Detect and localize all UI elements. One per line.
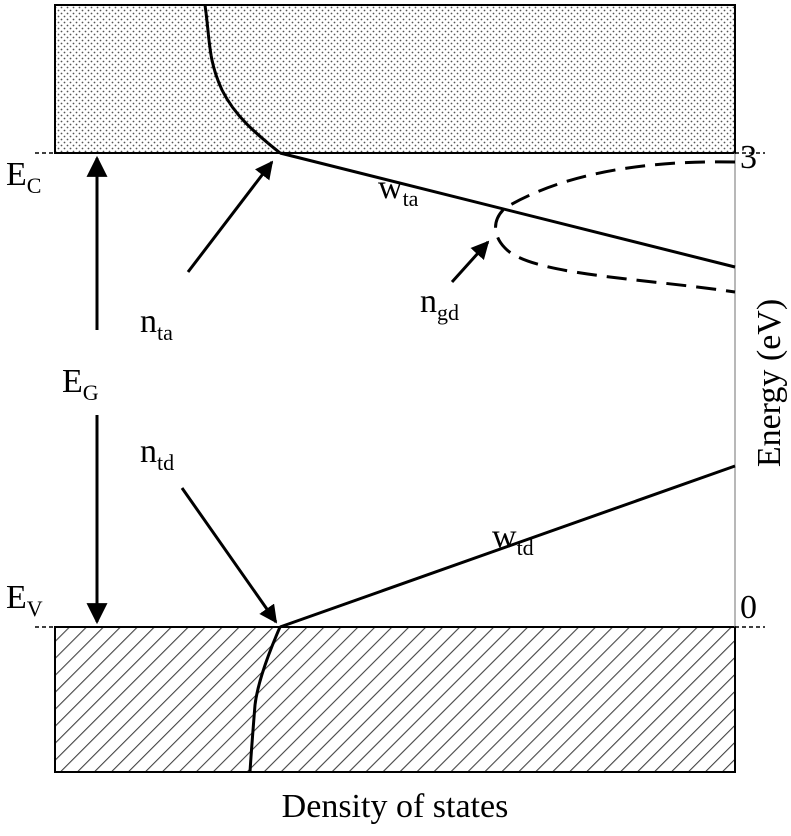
gaussian-defect-curve: [494, 160, 736, 294]
eg-label: EG: [62, 363, 99, 405]
conduction-band: [54, 4, 736, 154]
ec-label: EC: [6, 156, 41, 198]
x-axis-title: Density of states: [282, 788, 509, 825]
nta-arrow: [186, 160, 274, 273]
ngd-label: ngd: [420, 283, 459, 325]
valence-band-tail-curve: [248, 626, 282, 773]
conduction-band-tail-curve: [203, 4, 281, 155]
wta-label: wta: [378, 169, 419, 211]
ngd-arrow: [450, 240, 490, 284]
wtd-label: wtd: [492, 518, 534, 560]
ntd-label: ntd: [140, 433, 174, 475]
y-axis-title: Energy (eV): [751, 299, 788, 467]
tick-label-0: 0: [740, 589, 757, 626]
acceptor-tail-line: [279, 151, 736, 269]
ntd-arrow: [180, 487, 278, 624]
ev-label: EV: [6, 579, 43, 621]
nta-label: nta: [140, 303, 173, 345]
valence-band: [54, 626, 736, 773]
donor-tail-line: [279, 464, 736, 629]
tick-label-3: 3: [740, 139, 757, 176]
